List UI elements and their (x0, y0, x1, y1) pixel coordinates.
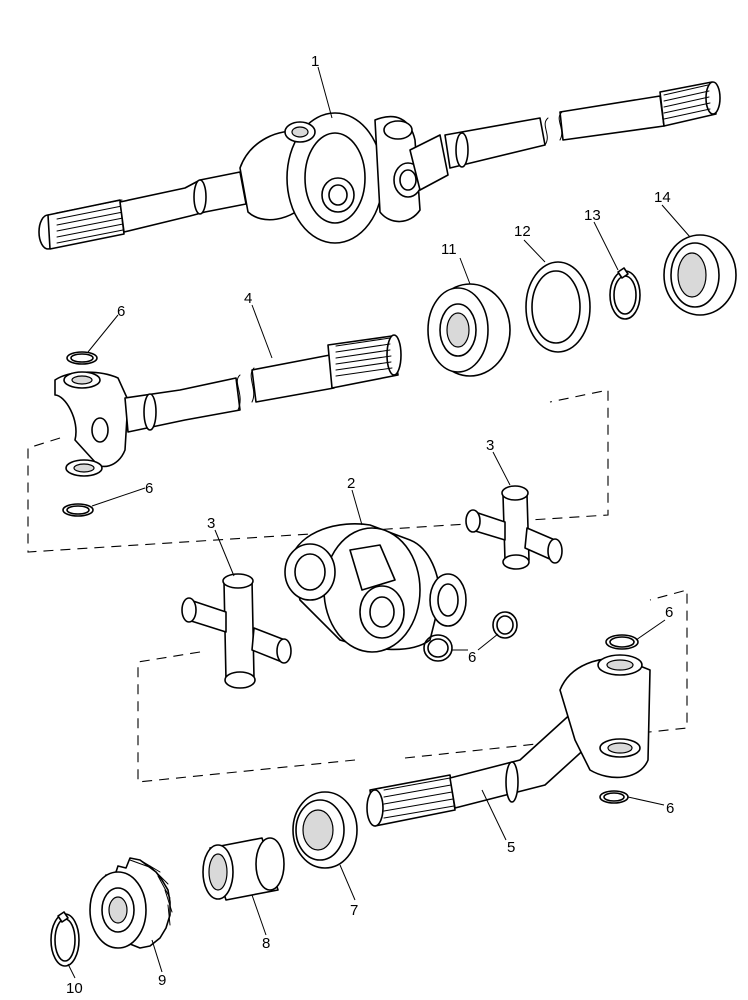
part-9-gear (89, 857, 173, 949)
part-6-snap-rings (62, 351, 639, 804)
part-7-seal (292, 791, 358, 869)
callout-4: 4 (244, 290, 252, 307)
callout-3-left: 3 (207, 515, 215, 532)
part-3-cross-right (465, 485, 563, 570)
part-13-circlip (609, 267, 641, 320)
callout-7: 7 (350, 902, 358, 919)
callout-3-right: 3 (486, 437, 494, 454)
callout-13: 13 (584, 207, 601, 224)
callout-6-top: 6 (117, 303, 125, 320)
callout-8: 8 (262, 935, 270, 952)
callout-12: 12 (514, 223, 531, 240)
part-1-shaft-assembly (38, 81, 721, 250)
callout-11: 11 (441, 241, 457, 258)
part-4-inner-shaft-yoke (54, 334, 402, 477)
part-11-bearing (427, 283, 511, 377)
callout-9: 9 (158, 972, 166, 989)
part-10-circlip (50, 911, 80, 967)
part-14-seal (663, 234, 737, 316)
part-12-ring (525, 261, 591, 353)
callouts: 1 2 3 3 4 5 6 6 6 6 6 7 8 9 10 11 12 13 … (66, 53, 674, 997)
callout-6-right: 6 (665, 604, 673, 621)
callout-10: 10 (66, 980, 83, 997)
leader-lines (67, 66, 691, 979)
part-5-outer-shaft-yoke (366, 654, 651, 827)
part-8-bushing (202, 837, 285, 901)
callout-14: 14 (654, 189, 671, 206)
callout-6-middle: 6 (468, 649, 476, 666)
callout-6-bottom: 6 (666, 800, 674, 817)
callout-2: 2 (347, 475, 355, 492)
callout-6-upper-left: 6 (145, 480, 153, 497)
callout-1: 1 (311, 53, 319, 70)
callout-5: 5 (507, 839, 515, 856)
part-2-center-housing (284, 522, 467, 653)
part-3-cross-left (181, 573, 292, 689)
